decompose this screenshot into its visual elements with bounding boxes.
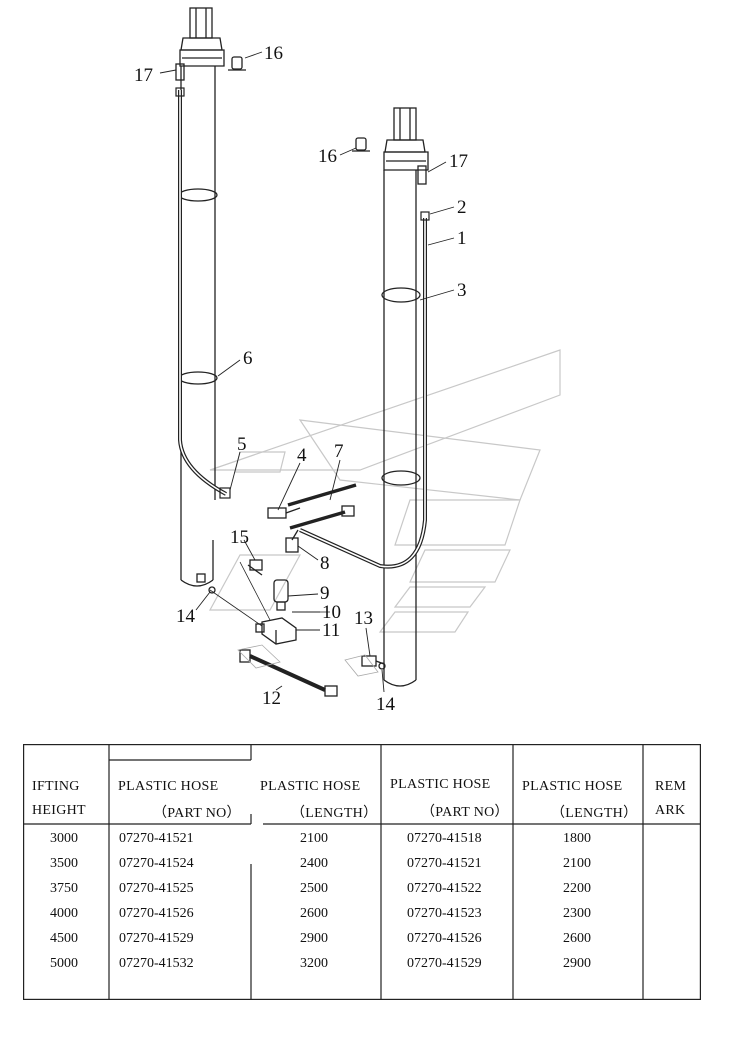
cell-part1: 07270-41521 (119, 831, 194, 846)
header-hose1-length-line2: （LENGTH） (291, 806, 378, 821)
header-hose1-length-line1: PLASTIC HOSE (260, 779, 361, 794)
cell-height: 3750 (50, 881, 78, 896)
callout-5: 5 (237, 434, 247, 455)
cell-part2: 07270-41521 (407, 856, 482, 871)
header-hose2-part-line2: （PART NO） (421, 805, 509, 820)
cell-height: 3000 (50, 831, 78, 846)
callout-8: 8 (320, 553, 330, 574)
cell-height: 5000 (50, 956, 78, 971)
cell-part2: 07270-41529 (407, 956, 482, 971)
leader-lines (159, 51, 455, 693)
cell-part2: 07270-41523 (407, 906, 482, 921)
callout-7: 7 (334, 441, 344, 462)
cell-part2: 07270-41522 (407, 881, 482, 896)
callout-6: 6 (243, 348, 253, 369)
cell-part1: 07270-41524 (119, 856, 194, 871)
header-hose2-length-line2: （LENGTH） (551, 806, 638, 821)
callout-10: 10 (322, 602, 341, 623)
callout-3: 3 (457, 280, 467, 301)
header-height-line2: HEIGHT (32, 803, 86, 818)
cell-length2: 2300 (563, 906, 591, 921)
cell-length1: 2100 (300, 831, 328, 846)
callout-16-left: 16 (264, 43, 283, 64)
callout-17-left: 17 (134, 65, 153, 86)
cell-length1: 3200 (300, 956, 328, 971)
callout-2: 2 (457, 197, 467, 218)
hydraulic-hose-diagram: 16 17 16 17 2 1 3 6 5 4 7 15 8 9 10 11 1… (134, 7, 561, 715)
cell-height: 3500 (50, 856, 78, 871)
cell-part2: 07270-41518 (407, 831, 482, 846)
cell-length2: 2100 (563, 856, 591, 871)
cell-part2: 07270-41526 (407, 931, 482, 946)
header-height-line1: IFTING (32, 779, 80, 794)
table-grid (23, 744, 701, 1000)
cell-length2: 2600 (563, 931, 591, 946)
cell-length2: 2900 (563, 956, 591, 971)
valve-assembly (208, 483, 386, 697)
cell-length1: 2400 (300, 856, 328, 871)
right-cylinder (352, 107, 429, 687)
header-remark-line2: ARK (655, 803, 686, 818)
callout-13: 13 (354, 608, 373, 629)
watermark-logo (208, 349, 561, 633)
header-remark-line1: REM (655, 779, 687, 794)
left-cylinder (175, 7, 246, 587)
callout-14-right: 14 (376, 694, 396, 715)
cell-length2: 1800 (563, 831, 591, 846)
cell-length1: 2600 (300, 906, 328, 921)
callout-17-right: 17 (449, 151, 468, 172)
callouts: 16 17 16 17 2 1 3 6 5 4 7 15 8 9 10 11 1… (134, 43, 468, 715)
cell-part1: 07270-41525 (119, 881, 194, 896)
header-hose2-length-line1: PLASTIC HOSE (522, 779, 623, 794)
cell-length1: 2900 (300, 931, 328, 946)
callout-11: 11 (322, 620, 340, 641)
left-hose (178, 90, 227, 496)
hose-length-table: IFTING HEIGHT PLASTIC HOSE （PART NO） PLA… (23, 744, 701, 1000)
cell-length1: 2500 (300, 881, 328, 896)
cell-part1: 07270-41529 (119, 931, 194, 946)
callout-1: 1 (457, 228, 467, 249)
callout-15: 15 (230, 527, 249, 548)
cell-height: 4000 (50, 906, 78, 921)
callout-4: 4 (297, 445, 307, 466)
callout-12: 12 (262, 688, 281, 709)
callout-9: 9 (320, 583, 330, 604)
callout-14-left: 14 (176, 606, 196, 627)
right-hose (299, 218, 427, 569)
cell-height: 4500 (50, 931, 78, 946)
header-hose1-part-line1: PLASTIC HOSE (118, 779, 219, 794)
cell-part1: 07270-41532 (119, 956, 194, 971)
cell-length2: 2200 (563, 881, 591, 896)
header-hose2-part-line1: PLASTIC HOSE (390, 777, 491, 792)
header-hose1-part-line2: （PART NO） (153, 806, 241, 821)
cell-part1: 07270-41526 (119, 906, 194, 921)
callout-16-right: 16 (318, 146, 337, 167)
